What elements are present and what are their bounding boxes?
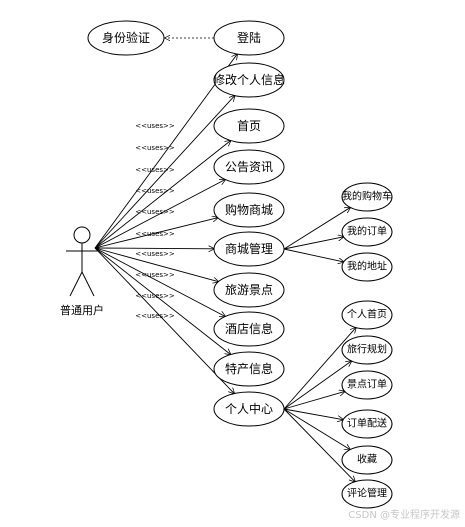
use-case-9: 特产信息 — [213, 351, 285, 387]
identity-verification-usecase: 身份验证 — [87, 20, 165, 56]
use-case-5-shape — [213, 192, 285, 228]
uses-stereotype-3: <<uses>> — [135, 166, 175, 174]
actor-right-leg — [81, 271, 95, 297]
use-case-10: 个人中心 — [213, 391, 285, 427]
use-case-6-label: 商城管理 — [225, 241, 273, 256]
center-sub-line-1 — [283, 328, 356, 410]
mall-sub-line-2 — [283, 237, 344, 250]
use-case-1-label: 登陆 — [237, 30, 261, 45]
assoc-line-8 — [94, 247, 225, 317]
uses-stereotype-10: <<uses>> — [135, 312, 175, 320]
center-sub-usecase-5: 收藏 — [341, 445, 393, 475]
uses-stereotype-1: <<uses>> — [135, 122, 175, 130]
uses-stereotype-9: <<uses>> — [135, 292, 175, 300]
mall-sub-line-3 — [283, 248, 344, 262]
center-sub-usecase-3-shape — [341, 370, 393, 400]
watermark-text: CSDN @专业程序开发源 — [348, 508, 460, 521]
assoc-line-3 — [94, 140, 231, 249]
use-case-4: 公告资讯 — [213, 149, 285, 185]
center-sub-usecase-2: 旅行规划 — [341, 335, 393, 365]
use-case-6-shape — [213, 231, 285, 267]
center-sub-usecase-6-shape — [341, 479, 393, 509]
use-case-3: 首页 — [213, 108, 285, 144]
uses-stereotype-6: <<uses>> — [135, 230, 175, 238]
use-case-9-label: 特产信息 — [225, 361, 273, 376]
uses-stereotype-5: <<uses>> — [135, 208, 175, 216]
uses-stereotype-2: <<uses>> — [135, 144, 175, 152]
center-sub-usecase-3: 景点订单 — [341, 370, 393, 400]
mall-sub-usecase-2-shape — [341, 217, 393, 247]
use-case-10-label: 个人中心 — [225, 401, 273, 416]
use-case-8-shape — [213, 311, 285, 347]
assoc-line-4 — [94, 179, 225, 249]
assoc-line-9 — [94, 247, 231, 355]
center-sub-usecase-5-label: 收藏 — [357, 453, 377, 466]
assoc-line-2 — [94, 96, 235, 249]
center-sub-line-4 — [283, 408, 343, 420]
assoc-line-6 — [94, 248, 214, 249]
use-case-4-shape — [213, 149, 285, 185]
use-case-8-label: 酒店信息 — [225, 321, 273, 336]
use-case-7-label: 旅游景点 — [225, 283, 273, 297]
actor-name: 普通用户 — [60, 303, 104, 317]
mall-sub-line-1 — [283, 207, 350, 250]
mall-sub-usecase-1-label: 我的购物车 — [342, 190, 392, 203]
center-sub-usecase-4-label: 订单配送 — [347, 417, 387, 430]
center-sub-usecase-3-label: 景点订单 — [347, 379, 387, 391]
actor-left-leg — [69, 271, 83, 297]
actor: 普通用户 — [60, 226, 104, 317]
use-case-7: 旅游景点 — [213, 272, 285, 308]
use-case-2: 修改个人信息 — [213, 62, 285, 98]
mall-sub-usecase-3-shape — [341, 252, 393, 282]
mall-sub-usecase-1-shape — [341, 182, 393, 212]
assoc-line-10 — [94, 247, 234, 394]
actor-head — [73, 226, 91, 244]
assoc-line-1 — [94, 54, 237, 249]
center-sub-usecase-1-shape — [341, 300, 393, 330]
center-sub-usecase-6-label: 评论管理 — [347, 487, 387, 500]
use-case-10-shape — [213, 391, 285, 427]
mall-sub-usecase-3-label: 我的地址 — [347, 260, 387, 273]
center-sub-usecase-1: 个人首页 — [341, 300, 393, 330]
uses-stereotype-4: <<uses>> — [135, 187, 175, 195]
use-case-5-label: 购物商城 — [225, 202, 273, 217]
center-sub-usecase-6: 评论管理 — [341, 479, 393, 509]
mall-sub-usecase-1: 我的购物车 — [341, 182, 393, 212]
assoc-line-7 — [94, 247, 218, 282]
use-case-3-shape — [213, 108, 285, 144]
use-case-2-shape — [213, 62, 285, 98]
use-case-1: 登陆 — [213, 20, 285, 56]
center-sub-usecase-2-shape — [341, 335, 393, 365]
use-case-8: 酒店信息 — [213, 311, 285, 347]
center-sub-usecase-5-shape — [341, 445, 393, 475]
center-sub-line-2 — [283, 361, 352, 410]
center-sub-usecase-4-shape — [341, 409, 393, 439]
assoc-line-5 — [94, 218, 218, 249]
use-case-2-label: 修改个人信息 — [213, 72, 285, 87]
use-case-4-label: 公告资讯 — [225, 160, 273, 174]
center-sub-line-6 — [283, 408, 355, 482]
center-sub-line-5 — [283, 408, 350, 450]
use-case-6: 商城管理 — [213, 231, 285, 267]
center-sub-usecase-4: 订单配送 — [341, 409, 393, 439]
mall-sub-usecase-3: 我的地址 — [341, 252, 393, 282]
use-case-5: 购物商城 — [213, 192, 285, 228]
use-case-1-shape — [213, 20, 285, 56]
identity-verification-usecase-shape — [87, 20, 165, 56]
center-sub-usecase-1-label: 个人首页 — [347, 308, 387, 321]
use-case-7-shape — [213, 272, 285, 308]
mall-sub-usecase-2-label: 我的订单 — [347, 225, 387, 238]
use-case-3-label: 首页 — [237, 119, 261, 133]
center-sub-line-3 — [283, 391, 345, 410]
use-case-9-shape — [213, 351, 285, 387]
identity-verification-usecase-label: 身份验证 — [102, 30, 150, 45]
uses-stereotype-7: <<uses>> — [135, 250, 175, 258]
uses-stereotype-8: <<uses>> — [135, 271, 175, 279]
mall-sub-usecase-2: 我的订单 — [341, 217, 393, 247]
center-sub-usecase-2-label: 旅行规划 — [347, 343, 387, 356]
